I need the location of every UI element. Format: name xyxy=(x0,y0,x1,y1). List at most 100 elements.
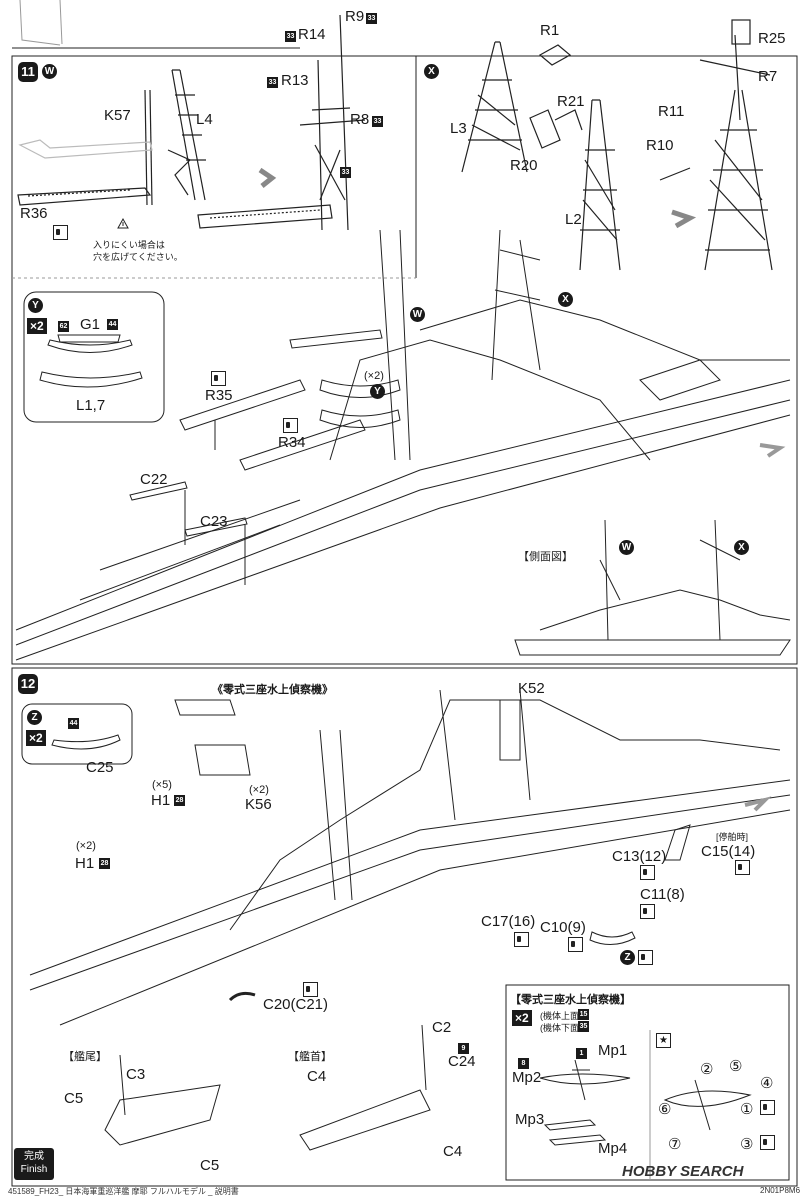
sprue-badge: 33 xyxy=(267,77,278,88)
sub-step-z-badge: Z xyxy=(27,710,42,725)
sprue-badge: 33 xyxy=(366,13,377,24)
finish-jp: 完成 xyxy=(24,1151,44,1162)
part-c15-label: C15(14) xyxy=(701,843,756,860)
part-r25-label: R25 xyxy=(758,30,786,47)
sprue-badge: 62 xyxy=(58,321,69,332)
bow-label: 【艦首】 xyxy=(288,1051,332,1063)
part-k52-label: K52 xyxy=(518,680,545,697)
part-c4-label: C4 xyxy=(443,1143,463,1160)
step-12-number: 12 xyxy=(18,674,38,694)
sub-step-w-badge: W xyxy=(410,307,425,322)
side-view xyxy=(514,519,791,656)
cement-icon xyxy=(211,371,226,386)
moored-note: [停舶時] xyxy=(716,832,749,842)
sub-step-y-badge: Y xyxy=(370,384,385,399)
w-assembled xyxy=(197,14,366,231)
sub-step-z-badge: Z xyxy=(620,950,635,965)
star-icon: ★ xyxy=(656,1033,671,1048)
part-r1-label: R1 xyxy=(540,22,560,39)
part-c5-label: C5 xyxy=(200,1157,220,1174)
multiplier-badge: ×2 xyxy=(27,318,47,334)
part-l4-label: L4 xyxy=(196,111,213,128)
marking-number: ③ xyxy=(740,1136,754,1153)
paint-icon xyxy=(640,865,655,880)
part-c25-label: C25 xyxy=(86,759,114,776)
paint-icon xyxy=(760,1135,775,1150)
paint-icon xyxy=(303,982,318,997)
marking-number: ① xyxy=(740,1101,754,1118)
part-r8-label: R8 xyxy=(350,111,370,128)
inset-lower-note: (機体下面 xyxy=(540,1023,579,1033)
step-11-number: 11 xyxy=(18,62,38,82)
x-mast-parts xyxy=(461,19,773,271)
part-r34-label: R34 xyxy=(278,434,306,451)
inset-upper-note: (機体上面 xyxy=(540,1011,579,1021)
part-r35-label: R35 xyxy=(205,387,233,404)
part-r20-label: R20 xyxy=(510,157,538,174)
finish-en: Finish xyxy=(20,1164,48,1175)
part-c24-label: C24 xyxy=(448,1053,476,1070)
part-c20-label: C20(C21) xyxy=(263,996,329,1013)
part-c22-label: C22 xyxy=(140,471,168,488)
part-c13-label: C13(12) xyxy=(612,848,667,865)
doc-id: 451589_FH23_ 日本海軍重巡洋艦 摩耶 フルハルモデル _ 説明書 xyxy=(8,1187,239,1196)
sprue-badge: 1 xyxy=(576,1048,587,1059)
part-c11-label: C11(8) xyxy=(640,886,685,903)
multiplier-note: (×2) xyxy=(249,784,269,796)
sub-step-x-badge: X xyxy=(424,64,439,79)
part-r13-label: R13 xyxy=(281,72,309,89)
part-r36-label: R36 xyxy=(20,205,48,222)
part-l2-label: L2 xyxy=(565,211,582,228)
sprue-badge: 8 xyxy=(518,1058,529,1069)
part-r21-label: R21 xyxy=(557,93,585,110)
warning-note-line2: 穴を広げてください。 xyxy=(93,252,183,262)
stern-label: 【艦尾】 xyxy=(63,1051,107,1063)
sprue-badge: 33 xyxy=(285,31,296,42)
part-mp4-label: Mp4 xyxy=(598,1140,628,1157)
cement-icon xyxy=(53,225,68,240)
paint-icon xyxy=(638,950,653,965)
sprue-badge: 44 xyxy=(68,718,79,729)
part-c17-label: C17(16) xyxy=(481,913,536,930)
sub-step-w-badge: W xyxy=(619,540,634,555)
doc-code: 2N01P8M6 xyxy=(760,1186,801,1195)
marking-number: ⑥ xyxy=(658,1101,672,1118)
seaplane-drawing xyxy=(539,1030,752,1180)
ship-12 xyxy=(29,689,791,1151)
sprue-badge: 44 xyxy=(107,319,118,330)
marking-number: ⑦ xyxy=(668,1136,682,1153)
sub-step-w-badge: W xyxy=(42,64,57,79)
finish-badge: 完成 Finish xyxy=(14,1148,54,1180)
paint-icon xyxy=(760,1100,775,1115)
sub-step-y-badge: Y xyxy=(28,298,43,313)
part-k56-label: K56 xyxy=(245,796,272,813)
part-c5-label: C5 xyxy=(64,1090,84,1107)
w-mast-parts xyxy=(17,69,206,206)
sub-step-x-badge: X xyxy=(558,292,573,307)
sub-step-x-badge: X xyxy=(734,540,749,555)
part-g1-label: G1 xyxy=(80,316,101,333)
part-h1-label: H1 xyxy=(151,792,171,809)
sprue-badge: 9 xyxy=(458,1043,469,1054)
marking-number: ④ xyxy=(760,1075,774,1092)
paint-icon xyxy=(735,860,750,875)
part-l3-label: L3 xyxy=(450,120,467,137)
part-r10-label: R10 xyxy=(646,137,674,154)
sprue-badge: 28 xyxy=(99,858,110,869)
multiplier-note: (×2) xyxy=(364,370,384,382)
cement-icon xyxy=(283,418,298,433)
warning-note-line1: 入りにくい場合は xyxy=(93,240,165,250)
ship-11 xyxy=(15,229,791,661)
watermark: HOBBY SEARCH xyxy=(622,1163,744,1180)
part-mp2-label: Mp2 xyxy=(512,1069,542,1086)
paint-icon xyxy=(640,904,655,919)
sprue-badge: 33 xyxy=(372,116,383,127)
marking-number: ② xyxy=(700,1061,714,1078)
part-h1-label: H1 xyxy=(75,855,95,872)
part-r9-label: R9 xyxy=(345,8,365,25)
decal-badge: 35 xyxy=(578,1021,589,1032)
multiplier-badge: ×2 xyxy=(26,730,46,746)
paint-icon xyxy=(568,937,583,952)
part-c23-label: C23 xyxy=(200,513,228,530)
